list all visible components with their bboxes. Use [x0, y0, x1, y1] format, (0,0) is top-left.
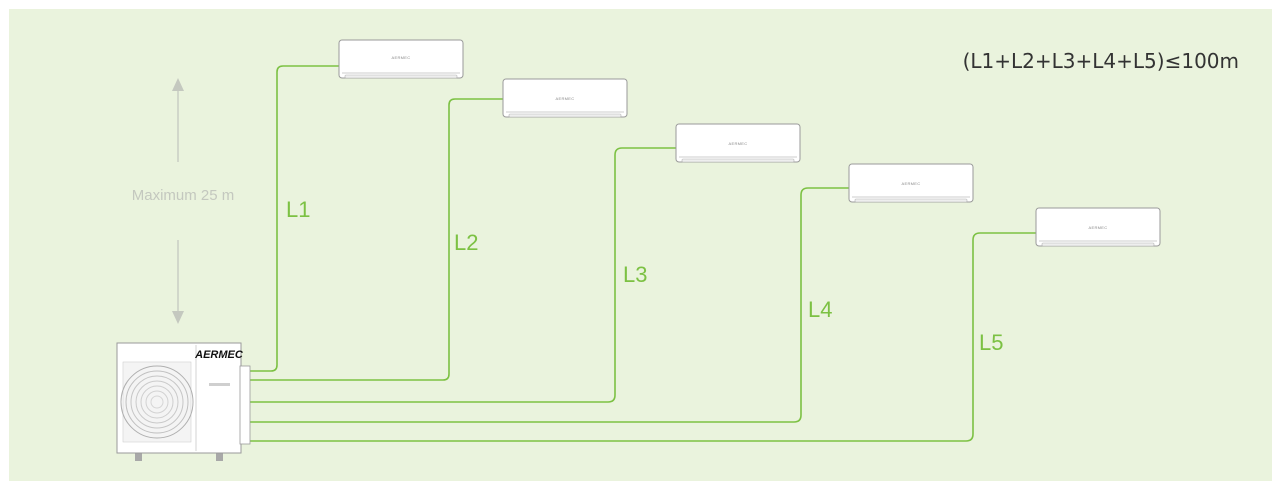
- pipe-l4: [243, 187, 850, 423]
- pipe-l1: [239, 65, 340, 372]
- indoor-unit-5-brand: AERMEC: [1089, 225, 1108, 230]
- indoor-unit-4: AERMEC: [848, 163, 974, 203]
- indoor-unit-1: AERMEC: [338, 39, 464, 79]
- max-height-arrow: [172, 78, 184, 324]
- pipe-label-l2: L2: [454, 230, 478, 255]
- outdoor-unit: AERMEC: [116, 342, 251, 461]
- pipe-l2: [243, 98, 504, 381]
- pipe-length-formula: (L1+L2+L3+L4+L5)≤100m: [963, 49, 1239, 73]
- pipe-label-l1: L1: [286, 197, 310, 222]
- indoor-unit-4-brand: AERMEC: [902, 181, 921, 186]
- pipe-l3: [247, 147, 677, 403]
- pipe-label-l5: L5: [979, 330, 1003, 355]
- indoor-unit-3: AERMEC: [675, 123, 801, 163]
- pipe-label-l3: L3: [623, 262, 647, 287]
- indoor-unit-3-brand: AERMEC: [729, 141, 748, 146]
- pipe-label-l4: L4: [808, 297, 832, 322]
- indoor-unit-5: AERMEC: [1035, 207, 1161, 247]
- indoor-unit-1-brand: AERMEC: [392, 55, 411, 60]
- indoor-unit-2-brand: AERMEC: [556, 96, 575, 101]
- indoor-unit-2: AERMEC: [502, 78, 628, 118]
- pipe-l5: [239, 232, 1037, 442]
- max-height-label: Maximum 25 m: [132, 187, 235, 204]
- outdoor-unit-brand: AERMEC: [194, 349, 244, 361]
